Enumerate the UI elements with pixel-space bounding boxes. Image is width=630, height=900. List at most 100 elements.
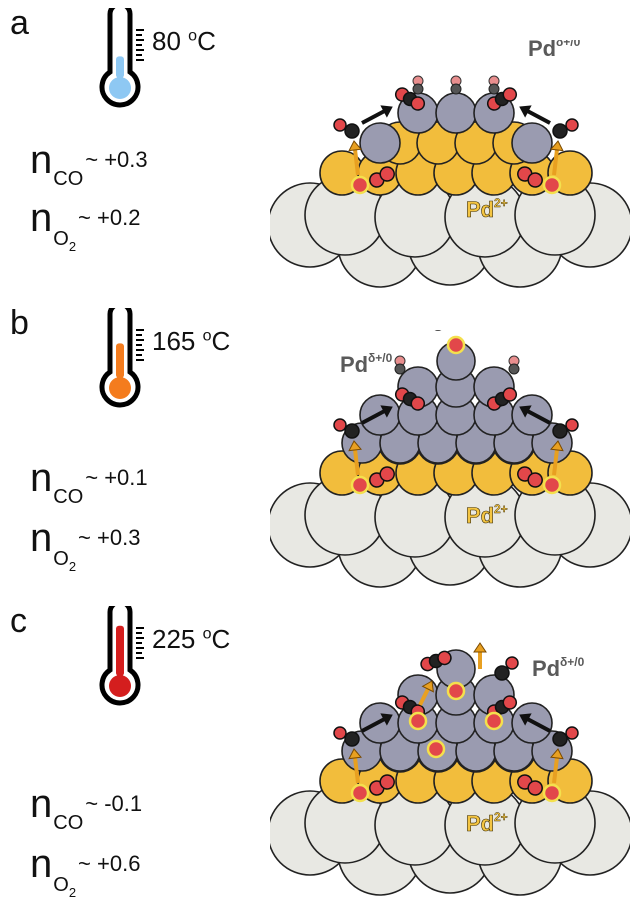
oxygen-transfer-arrow-head — [421, 680, 434, 693]
co2-release-arrow — [361, 717, 385, 733]
pd-metal-label: Pd — [532, 656, 560, 681]
panel-label: a — [10, 4, 29, 42]
thermometer-bulb — [109, 377, 131, 399]
o2-molecule — [517, 166, 543, 188]
lattice-oxygen — [350, 475, 370, 495]
lattice-oxygen — [446, 681, 466, 701]
oxygen-atom — [527, 472, 543, 488]
carbon-atom — [494, 665, 510, 681]
co2-molecule — [486, 87, 518, 111]
co2-release-arrow-head — [380, 405, 393, 418]
pd-metal-label-sup: δ+/0 — [560, 655, 585, 669]
oxygen-atom — [527, 780, 543, 796]
thermometer-icon — [99, 8, 144, 108]
edge-carbon — [344, 423, 360, 439]
pd-metal-label-sup: δ+/0 — [368, 351, 393, 365]
co2-release-arrow-head — [380, 713, 393, 726]
temperature-text: 225 oC — [152, 624, 231, 654]
lattice-oxygen — [350, 783, 370, 803]
edge-carbon — [552, 423, 568, 439]
adsorbed-co-carbon — [508, 363, 520, 375]
oxygen-atom — [505, 656, 519, 670]
oxygen-transfer-arrow-head — [550, 748, 564, 760]
o2-molecule — [369, 774, 395, 796]
oxygen-atom — [527, 172, 543, 188]
n-o2-expression: nO2~ +0.2 — [30, 196, 141, 254]
edge-carbon — [552, 123, 568, 139]
oxygen-atom — [379, 466, 395, 482]
co2-release-arrow-head — [380, 105, 393, 118]
panel-label: b — [10, 304, 29, 342]
o2-molecule — [369, 466, 395, 488]
thermometer-column — [116, 343, 124, 378]
pd-metal-label: Pd — [340, 352, 368, 377]
co2-release-arrow — [526, 717, 551, 733]
co2-molecule — [394, 87, 426, 111]
thermometer-column — [116, 56, 124, 78]
pd2plus-label: Pd — [466, 811, 494, 836]
co2-molecule — [420, 650, 452, 672]
n-co-expression: nCO~ -0.1 — [30, 782, 143, 834]
oxygen-transfer-arrow-head — [550, 140, 564, 152]
n-co-expression: nCO~ +0.1 — [30, 456, 148, 508]
lattice-oxygen — [542, 175, 562, 195]
lattice-oxygen — [542, 475, 562, 495]
edge-oxygen — [565, 118, 579, 132]
panel-label: c — [10, 602, 27, 640]
edge-oxygen — [333, 118, 347, 132]
oxygen-transfer-arrow — [552, 757, 559, 784]
edge-carbon — [344, 123, 360, 139]
pd-metal-atom — [359, 122, 401, 164]
oxygen-transfer-arrow — [353, 149, 360, 176]
co2-molecule — [486, 387, 518, 411]
n-o2-expression: nO2~ +0.6 — [30, 842, 141, 900]
co2-release-arrow-head — [519, 405, 532, 418]
pd-metal-label: Pd — [528, 40, 556, 61]
pd-metal-label-sup: δ+/0 — [556, 40, 581, 49]
thermometer-bulb — [109, 77, 131, 99]
n-co-expression: nCO~ +0.3 — [30, 138, 148, 190]
oxygen-transfer-arrow — [353, 757, 360, 784]
co2-release-arrow — [526, 409, 551, 425]
oxygen-atom — [502, 695, 518, 710]
oxygen-transfer-arrow-head — [348, 440, 362, 452]
oxygen-atom — [502, 387, 518, 402]
pd2plus-label: Pd — [466, 197, 494, 222]
pd2plus-label-sup: 2+ — [494, 502, 508, 516]
co2-release-arrow-head — [519, 713, 532, 726]
oxygen-transfer-arrow — [418, 688, 430, 706]
lattice-oxygen — [542, 783, 562, 803]
n-o2-expression: nO2~ +0.3 — [30, 516, 141, 574]
adsorbed-co-carbon — [488, 83, 500, 95]
o2-molecule — [369, 166, 395, 188]
pd2plus-label: Pd — [466, 503, 494, 528]
pd-metal-atom — [435, 92, 477, 134]
oxygen-transfer-arrow-head — [473, 642, 487, 653]
adsorbed-co-carbon — [394, 363, 406, 375]
co2-release-arrow — [526, 109, 551, 125]
pd-metal-atom — [511, 122, 553, 164]
temperature-text: 165 oC — [152, 326, 231, 356]
adsorbed-co-carbon — [412, 83, 424, 95]
edge-carbon — [552, 731, 568, 747]
thermometer-icon — [99, 606, 144, 706]
thermometer-icon — [99, 308, 144, 408]
lattice-oxygen — [484, 711, 504, 731]
edge-oxygen — [565, 418, 579, 432]
oxygen-atom — [502, 87, 518, 102]
o2-molecule — [517, 466, 543, 488]
pd2plus-label-sup: 2+ — [494, 810, 508, 824]
oxygen-transfer-arrow-head — [348, 140, 362, 152]
pd2plus-label-sup: 2+ — [494, 196, 508, 210]
oxygen-atom — [379, 774, 395, 790]
lattice-oxygen — [426, 739, 446, 759]
thermometer-column — [116, 625, 124, 676]
edge-carbon — [344, 731, 360, 747]
oxygen-transfer-arrow — [552, 149, 559, 176]
